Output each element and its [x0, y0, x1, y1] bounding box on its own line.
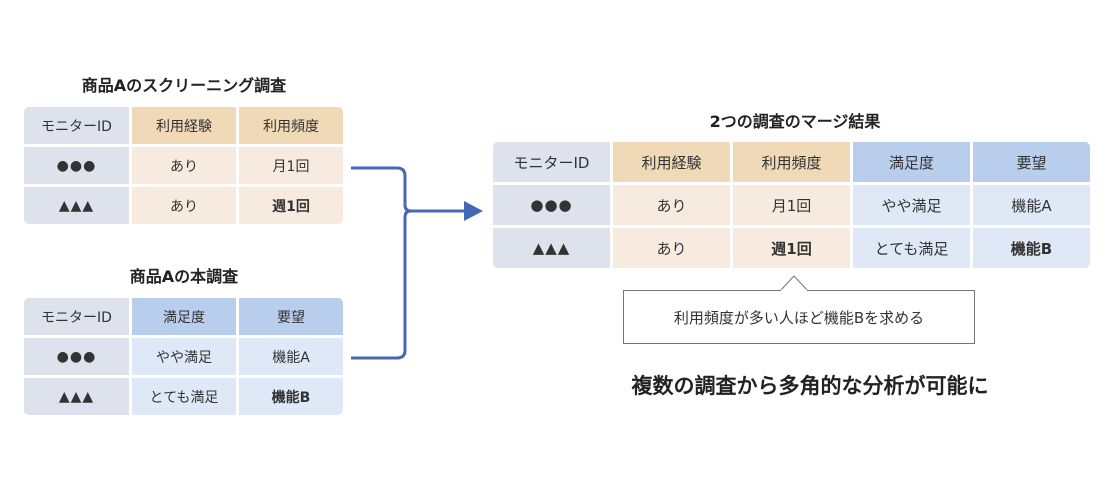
cell-usage-experience: あり — [132, 187, 236, 224]
table-header-row: モニターID 利用経験 利用頻度 — [24, 107, 343, 144]
cell-request: 機能B — [239, 378, 343, 415]
header-request: 要望 — [973, 142, 1090, 182]
cell-usage-frequency: 週1回 — [733, 228, 850, 268]
header-request: 要望 — [239, 298, 343, 335]
main-survey-table-title: 商品Aの本調査 — [129, 267, 239, 286]
cell-request: 機能A — [973, 185, 1090, 225]
cell-request: 機能A — [239, 338, 343, 375]
merged-table-title: 2つの調査のマージ結果 — [709, 112, 881, 131]
cell-satisfaction: とても満足 — [132, 378, 236, 415]
table-row: ●●● あり 月1回 やや満足 機能A — [493, 185, 1090, 225]
cell-satisfaction: やや満足 — [132, 338, 236, 375]
header-satisfaction: 満足度 — [853, 142, 970, 182]
cell-satisfaction: やや満足 — [853, 185, 970, 225]
cell-usage-experience: あり — [132, 147, 236, 184]
header-satisfaction: 満足度 — [132, 298, 236, 335]
cell-monitor-id: ●●● — [24, 338, 129, 375]
callout-text: 利用頻度が多い人ほど機能Bを求める — [673, 308, 925, 327]
cell-monitor-id: ▲▲▲ — [493, 228, 610, 268]
header-usage-experience: 利用経験 — [613, 142, 730, 182]
table-row: ▲▲▲ あり 週1回 — [24, 187, 343, 224]
cell-usage-experience: あり — [613, 228, 730, 268]
table-row: ●●● やや満足 機能A — [24, 338, 343, 375]
header-monitor-id: モニターID — [493, 142, 610, 182]
table-header-row: モニターID 利用経験 利用頻度 満足度 要望 — [493, 142, 1090, 182]
arrow-head-icon — [464, 201, 483, 221]
cell-usage-frequency: 週1回 — [239, 187, 343, 224]
table-header-row: モニターID 満足度 要望 — [24, 298, 343, 335]
cell-satisfaction: とても満足 — [853, 228, 970, 268]
callout-pointer-outline — [779, 275, 809, 292]
header-monitor-id: モニターID — [24, 298, 129, 335]
merged-table: モニターID 利用経験 利用頻度 満足度 要望 ●●● あり 月1回 やや満足 … — [490, 139, 1093, 271]
cell-monitor-id: ▲▲▲ — [24, 187, 129, 224]
cell-request: 機能B — [973, 228, 1090, 268]
header-usage-frequency: 利用頻度 — [239, 107, 343, 144]
conclusion-text: 複数の調査から多角的な分析が可能に — [631, 374, 989, 398]
cell-monitor-id: ▲▲▲ — [24, 378, 129, 415]
cell-usage-frequency: 月1回 — [733, 185, 850, 225]
table-row: ▲▲▲ あり 週1回 とても満足 機能B — [493, 228, 1090, 268]
cell-usage-frequency: 月1回 — [239, 147, 343, 184]
screening-table: モニターID 利用経験 利用頻度 ●●● あり 月1回 ▲▲▲ あり 週1回 — [21, 104, 346, 227]
header-monitor-id: モニターID — [24, 107, 129, 144]
table-row: ●●● あり 月1回 — [24, 147, 343, 184]
cell-usage-experience: あり — [613, 185, 730, 225]
table-row: ▲▲▲ とても満足 機能B — [24, 378, 343, 415]
cell-monitor-id: ●●● — [24, 147, 129, 184]
screening-table-title: 商品Aのスクリーニング調査 — [81, 76, 287, 95]
header-usage-experience: 利用経験 — [132, 107, 236, 144]
header-usage-frequency: 利用頻度 — [733, 142, 850, 182]
cell-monitor-id: ●●● — [493, 185, 610, 225]
main-survey-table: モニターID 満足度 要望 ●●● やや満足 機能A ▲▲▲ とても満足 機能B — [21, 295, 346, 418]
